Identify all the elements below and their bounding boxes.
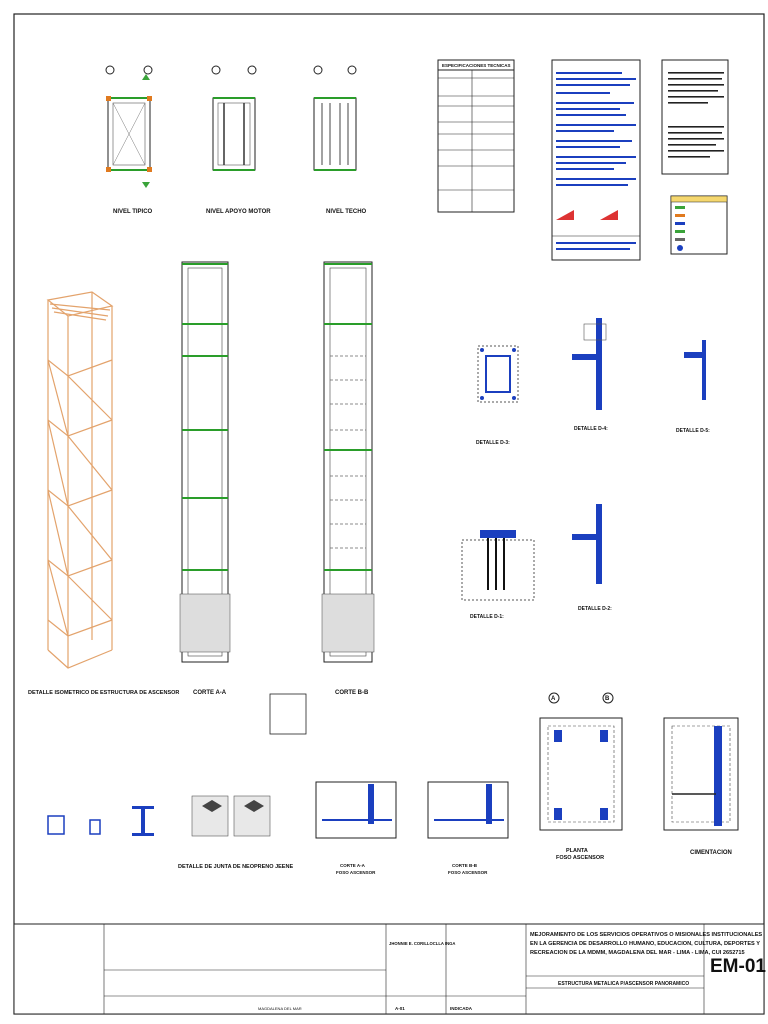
pit-plan-sub: FOSO ASCENSOR [556,855,604,861]
detail-d4: DETALLE D-4: [572,318,608,432]
engineer-name: JHONNIE E. CORILLOCLLA INGA [389,941,455,946]
pit-plan: A B PLANTA FOSO ASCENSOR [539,692,623,861]
legend-box [670,195,728,255]
isometric-label: DETALLE ISOMETRICO DE ESTRUCTURA DE ASCE… [28,690,179,696]
pit-section-b-sub: FOSO ASCENSOR [448,870,488,875]
steel-profiles [47,806,154,836]
isometric-frame [46,291,114,669]
section-a-label: CORTE A-A [193,690,227,696]
neoprene-joint: DETALLE DE JUNTA DE NEOPRENO JEENE [178,795,293,870]
detail-d2: DETALLE D-2: [572,504,612,612]
detail-d3: DETALLE D-3: [476,345,519,446]
scale: INDICADA [450,1006,473,1011]
notes-box [551,59,641,261]
municipality: MAGDALENA DEL MAR [258,1006,302,1011]
plan-typical-label: NIVEL TIPICO [113,209,153,215]
plan-title: ESTRUCTURA METALICA P/ASCENSOR PANORAMIC… [558,981,689,987]
detail-d5-label: DETALLE D-5: [676,428,710,434]
section-a: CORTE A-A [179,261,231,696]
pit-section-a-label: CORTE A-A [340,863,366,868]
specs-table: ESPECIFICACIONES TECNICAS [437,59,515,213]
section-b: CORTE B-B [321,261,375,696]
general-notes [661,59,729,175]
pit-section-a-sub: FOSO ASCENSOR [336,870,376,875]
detail-d3-label: DETALLE D-3: [476,440,510,446]
grid-b-label: B [605,696,610,702]
pit-section-b: CORTE B-B FOSO ASCENSOR [427,781,509,875]
detail-d4-label: DETALLE D-4: [574,426,608,432]
plan-motor-label: NIVEL APOYO MOTOR [206,209,271,215]
sheet-border [13,13,765,1015]
pit-section-a: CORTE A-A FOSO ASCENSOR [315,781,397,875]
project-title: MEJORAMIENTO DE LOS SERVICIOS OPERATIVOS… [530,932,764,956]
detail-d1-label: DETALLE D-1: [470,614,504,620]
joint-detail-label: DETALLE DE JUNTA DE NEOPRENO JEENE [178,864,293,870]
grid-a-label: A [551,696,556,702]
sheet-ref: A-01 [395,1006,405,1011]
detail-d5: DETALLE D-5: [676,340,710,434]
sheet-code: EM-01 [710,956,766,977]
title-block: JHONNIE E. CORILLOCLLA INGA MEJORAMIENTO… [13,923,766,1015]
pit-section-b-label: CORTE B-B [452,863,478,868]
detail-d1: DETALLE D-1: [461,530,535,620]
pit-plan-label: PLANTA [566,848,588,854]
plan-motor: NIVEL APOYO MOTOR [206,65,271,215]
plan-roof: NIVEL TECHO [313,65,367,215]
plan-roof-label: NIVEL TECHO [326,209,367,215]
foundation-plan: CIMENTACION [663,717,739,856]
plan-typical: NIVEL TIPICO [105,65,153,215]
detail-d2-label: DETALLE D-2: [578,606,612,612]
foundation-label: CIMENTACION [690,850,732,856]
small-table [269,693,307,735]
specs-title: ESPECIFICACIONES TECNICAS [442,63,511,68]
section-b-label: CORTE B-B [335,690,369,696]
